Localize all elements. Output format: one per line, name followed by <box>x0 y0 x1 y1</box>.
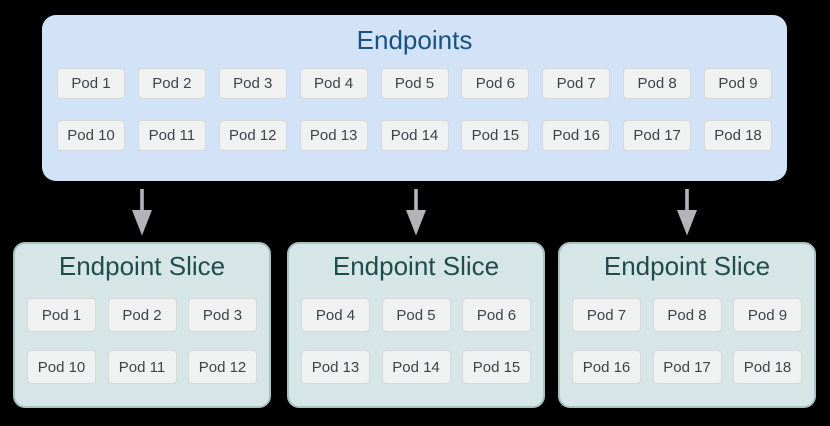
pod-chip: Pod 1 <box>57 68 125 99</box>
endpoint-slice-title: Endpoint Slice <box>603 251 771 281</box>
pod-chip: Pod 9 <box>704 68 772 99</box>
pod-chip: Pod 11 <box>137 120 206 151</box>
pod-chip: Pod 4 <box>301 298 370 332</box>
pod-chip: Pod 17 <box>623 120 692 151</box>
pod-chip: Pod 6 <box>461 68 530 99</box>
pod-chip: Pod 3 <box>218 68 287 99</box>
pod-chip: Pod 7 <box>572 298 641 332</box>
slice-1-pod-row-1: Pod 1 Pod 2 Pod 3 <box>15 298 269 332</box>
pod-chip: Pod 14 <box>381 350 451 384</box>
pod-chip: Pod 7 <box>542 68 611 99</box>
endpoints-pod-row-2: Pod 10 Pod 11 Pod 12 Pod 13 Pod 14 Pod 15 Pod … <box>42 120 787 151</box>
slice-2-pod-row-2: Pod 13 Pod 14 Pod 15 <box>289 350 543 384</box>
pod-chip: Pod 8 <box>652 298 722 332</box>
pod-chip: Pod 18 <box>704 120 772 151</box>
pod-chip: Pod 12 <box>188 350 257 384</box>
pod-chip: Pod 4 <box>299 68 368 99</box>
slice-1-pod-row-2: Pod 10 Pod 11 Pod 12 <box>15 350 269 384</box>
slice-2-pod-row-1: Pod 4 Pod 5 Pod 6 <box>289 298 543 332</box>
endpoint-slice-title: Endpoint Slice <box>58 251 226 281</box>
pod-chip: Pod 3 <box>188 298 257 332</box>
pod-chip: Pod 17 <box>652 350 722 384</box>
pod-chip: Pod 10 <box>57 120 125 151</box>
pod-chip: Pod 16 <box>572 350 641 384</box>
slice-3-pod-row-1: Pod 7 Pod 8 Pod 9 <box>560 298 814 332</box>
endpoints-pod-row-1: Pod 1 Pod 2 Pod 3 Pod 4 Pod 5 Pod 6 Pod 7 Pod 8… <box>42 68 787 99</box>
pod-chip: Pod 11 <box>107 350 177 384</box>
pod-chip: Pod 12 <box>218 120 287 151</box>
pod-chip: Pod 14 <box>380 120 449 151</box>
down-arrow-icon <box>404 189 428 236</box>
slice-3-pod-row-2: Pod 16 Pod 17 Pod 18 <box>560 350 814 384</box>
pod-chip: Pod 15 <box>462 350 531 384</box>
pod-chip: Pod 9 <box>733 298 802 332</box>
pod-chip: Pod 16 <box>542 120 611 151</box>
endpoint-slice-title: Endpoint Slice <box>332 251 500 281</box>
down-arrow-icon <box>675 189 699 236</box>
pod-chip: Pod 13 <box>301 350 370 384</box>
pod-chip: Pod 6 <box>462 298 531 332</box>
pod-chip: Pod 8 <box>623 68 692 99</box>
pod-chip: Pod 2 <box>137 68 206 99</box>
pod-chip: Pod 5 <box>381 298 451 332</box>
endpoints-box: Endpoints Pod 1 Pod 2 Pod 3 Pod 4 Pod 5 Pod 6… <box>42 15 787 181</box>
pod-chip: Pod 15 <box>461 120 530 151</box>
pod-chip: Pod 18 <box>733 350 802 384</box>
pod-chip: Pod 2 <box>107 298 177 332</box>
endpoints-title: Endpoints <box>356 25 473 55</box>
down-arrow-icon <box>130 189 154 236</box>
pod-chip: Pod 1 <box>27 298 96 332</box>
pod-chip: Pod 5 <box>380 68 449 99</box>
pod-chip: Pod 10 <box>27 350 96 384</box>
pod-chip: Pod 13 <box>299 120 368 151</box>
